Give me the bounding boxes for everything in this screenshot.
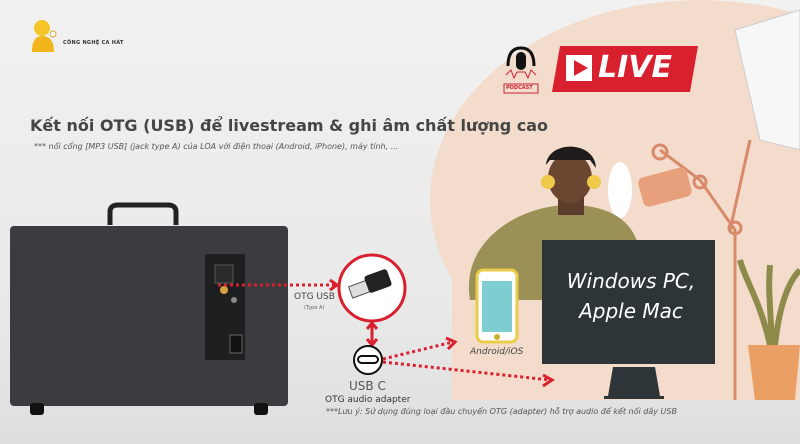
usage-note: ***Lưu ý: Sử dụng đúng loại đầu chuyển O…: [326, 407, 677, 416]
podcast-label: PODCAST: [506, 85, 533, 91]
usb-a-connector-icon: [337, 253, 407, 323]
live-badge: [552, 46, 698, 92]
phone-icon: [475, 268, 519, 344]
monitor-text: Windows PC, Apple Mac: [548, 266, 714, 326]
brand-name: CÔNG NGHỆ CA HÁT: [63, 40, 124, 46]
plant-icon: [737, 259, 800, 400]
otg-usb-label: OTG USB: [294, 292, 335, 302]
usb-c-label: USB C: [349, 379, 386, 393]
podcast-icon: [503, 46, 539, 94]
phone-label: Android/iOS: [470, 347, 524, 357]
connection-lines: [218, 278, 555, 388]
otg-usb-type-label: (Type A): [304, 305, 325, 311]
usb-c-connector-icon: [353, 345, 383, 375]
page-subtitle: *** nối cổng [MP3 USB] (jack type A) của…: [34, 142, 399, 151]
page-title: Kết nối OTG (USB) để livestream & ghi âm…: [30, 116, 549, 135]
usb-c-adapter-label: OTG audio adapter: [325, 395, 411, 405]
live-label: LIVE: [598, 50, 672, 85]
pc-line-2: Apple Mac: [579, 299, 683, 323]
speaker-icon: [10, 202, 288, 415]
microphone-arm-icon: [608, 143, 743, 400]
softbox-lamp-icon: [728, 9, 800, 231]
logo-icon: [32, 20, 57, 52]
monitor-icon: [542, 240, 715, 399]
pc-line-1: Windows PC,: [566, 269, 696, 293]
